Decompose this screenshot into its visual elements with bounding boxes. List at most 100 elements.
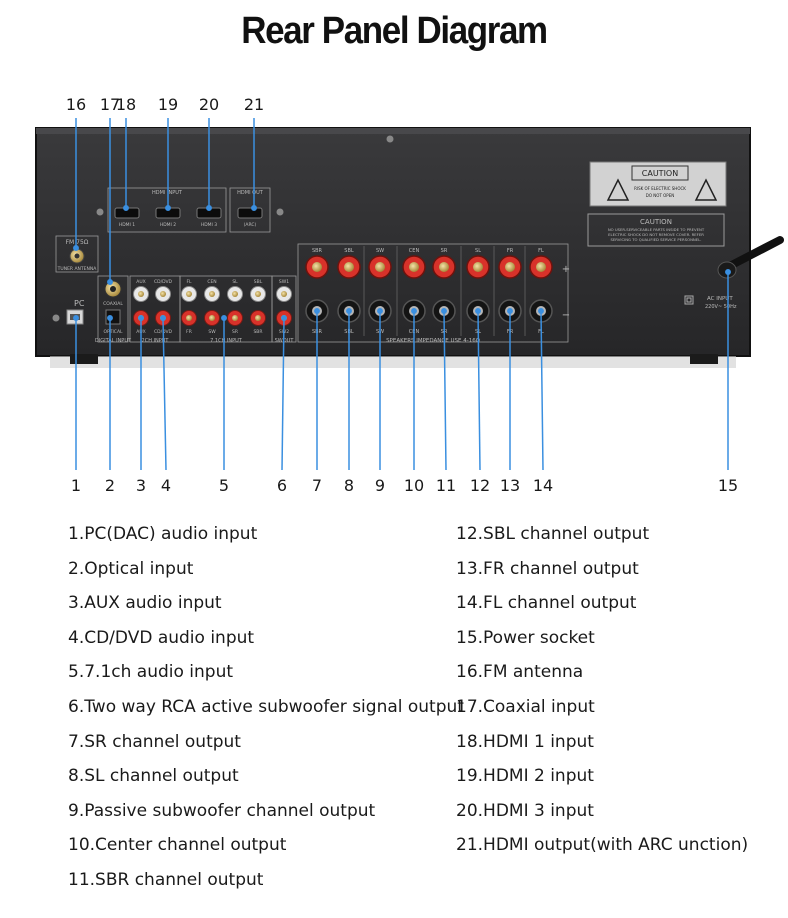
coaxial-label: COAXIAL [103,301,123,307]
hdmi-arc-label: (ARC) [244,222,257,228]
ch71-input-label: 7.1CH INPUT [210,338,243,344]
speaker-top-label: FL [538,248,544,254]
digital-input-section: COAXIAL OPTICAL DIGITAL INPUT [95,275,132,344]
caution-sub-2: DO NOT OPEN [646,193,674,198]
callout-number-9: 9 [375,476,385,495]
callout-number-19: 19 [158,95,178,114]
legend-item: 7.SR channel output [68,731,241,752]
minus-sign: − [562,310,570,321]
foot-left [70,354,98,364]
swout-label: SWOUT [275,338,295,344]
page-title: Rear Panel Diagram [241,10,548,52]
ac-rating-label: 220V~ 50Hz [705,304,737,310]
legend-item: 14.FL channel output [456,593,637,614]
chassis-shadow [50,356,736,368]
legend-item: 16.FM antenna [456,662,584,683]
callout-number-11: 11 [436,476,456,495]
warning-triangle-icon [606,178,630,201]
speaker-top-label: SBR [312,248,323,254]
legend-item: 2.Optical input [68,558,194,579]
caution-sticker: CAUTION RISK OF ELECTRIC SHOCK DO NOT OP… [589,161,727,207]
callout-number-13: 13 [500,476,520,495]
hdmi-out-label: HDMI OUT [237,190,264,196]
hdmi-2-label: HDMI 2 [160,222,176,228]
rca-bottom-label: SR [232,329,238,335]
callout-number-16: 16 [66,95,86,114]
legend-item: 12.SBL channel output [456,524,650,544]
callout-number-7: 7 [312,476,322,495]
caution2-line-3: SERVICING TO QUALIFIED SERVICE PERSONNEL… [610,237,701,242]
hdmi-input-box [107,187,227,233]
legend-item: 18.HDMI 1 input [456,731,594,752]
callout-number-14: 14 [533,476,553,495]
callout-number-5: 5 [219,476,229,495]
rca-top-label: SL [232,279,238,285]
hdmi-out-box [229,187,271,233]
legend-item: 5.7.1ch audio input [68,662,234,683]
legend-item: 11.SBR channel output [68,870,264,890]
rca-top-label: SW1 [279,279,289,285]
digital-box [97,275,129,343]
speaker-top-label: SL [475,248,481,254]
hdmi-1-label: HDMI 1 [119,222,135,228]
screw [96,208,104,216]
ac-square-icon [684,295,694,305]
caution2-title: CAUTION [640,218,672,226]
caution2-line-1: NO USER-SERVICEABLE PARTS INSIDE TO PREV… [608,227,705,232]
callout-number-8: 8 [344,476,354,495]
pc-label: PC [74,299,85,308]
legend-item: 15.Power socket [456,627,595,648]
rear-panel-diagram: HDMI INPUT HDMI OUT HDMI 1 HDMI 2 HDMI 3… [35,95,784,495]
fm-antenna-section: FM 75Ω TUNER ANTENNA [55,235,99,273]
callout-number-4: 4 [161,476,171,495]
digital-input-label: DIGITAL INPUT [95,338,132,344]
rca-top-label: CEN [207,279,216,285]
screw [276,208,284,216]
tuner-label: TUNER ANTENNA [57,266,98,272]
legend-item: 17.Coaxial input [456,697,595,717]
speaker-top-label: FR [507,248,514,254]
legend-item: 9.Passive subwoofer channel output [68,800,376,821]
callout-number-15: 15 [718,476,738,495]
callout-number-17: 17 [100,95,120,114]
callout-number-3: 3 [136,476,146,495]
ac-input-label: AC INPUT [707,296,733,302]
rca-top-label: FL [186,279,192,285]
speaker-box [297,243,569,343]
legend-item: 19.HDMI 2 input [456,766,594,787]
caution-notice: CAUTION NO USER-SERVICEABLE PARTS INSIDE… [587,213,725,247]
legend-item: 6.Two way RCA active subwoofer signal ou… [68,697,464,717]
callout-number-18: 18 [116,95,136,114]
callout-number-20: 20 [199,95,219,114]
callout-number-10: 10 [404,476,424,495]
speaker-top-label: SBL [344,248,354,254]
hdmi-3-label: HDMI 3 [201,222,217,228]
caution2-line-2: ELECTRIC SHOCK DO NOT REMOVE COVER. REFE… [608,232,704,237]
ch2-input-label: 2CH INPUT [142,338,170,344]
rca-bottom-label: SW [208,329,216,335]
screw [386,135,394,143]
speaker-top-label: SR [441,248,448,254]
legend-item: 8.SL channel output [68,766,239,787]
fm-box [55,235,99,273]
screw [52,314,60,322]
plus-sign: + [562,264,570,275]
legend-item: 20.HDMI 3 input [456,800,594,821]
rca-top-label: CD/DVD [154,279,173,285]
callout-number-12: 12 [470,476,490,495]
caution-title: CAUTION [642,169,678,178]
rca-bottom-label: SBR [253,329,262,335]
speaker-top-label: CEN [409,248,420,254]
callout-number-21: 21 [244,95,264,114]
callout-number-2: 2 [105,476,115,495]
speaker-top-label: SW [376,248,384,254]
legend-item: 13.FR channel output [456,558,639,579]
legend-item: 3.AUX audio input [68,593,222,614]
rca-top-label: AUX [136,279,145,285]
speakers-label: SPEAKERS IMPEDANCE USE 4-16Ω [386,338,480,344]
callout-lines [73,118,731,471]
hdmi-out-port [237,207,263,219]
legend-item: 4.CD/DVD audio input [68,627,255,648]
legend-item: 1.PC(DAC) audio input [68,524,258,544]
